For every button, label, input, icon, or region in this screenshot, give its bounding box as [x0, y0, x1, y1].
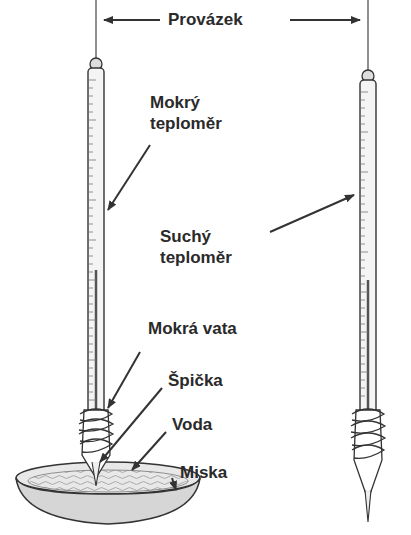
- part-label: Suchý teploměr: [160, 226, 260, 268]
- string: [95, 0, 96, 58]
- dry-thermometer: [351, 70, 385, 522]
- wet-thermometer: [79, 58, 113, 486]
- water: [28, 470, 188, 492]
- part-label: Mokrá vata: [148, 318, 258, 339]
- part-label: Špička: [168, 370, 258, 391]
- dish-rim: [16, 462, 200, 494]
- part-label: Miska: [180, 462, 260, 483]
- string: [367, 0, 368, 70]
- part-label: Voda: [172, 414, 252, 435]
- dish: [16, 478, 200, 524]
- part-label: Provázek: [168, 9, 288, 30]
- part-label: Mokrý teploměr: [150, 92, 250, 134]
- leader-arrows: [100, 20, 360, 490]
